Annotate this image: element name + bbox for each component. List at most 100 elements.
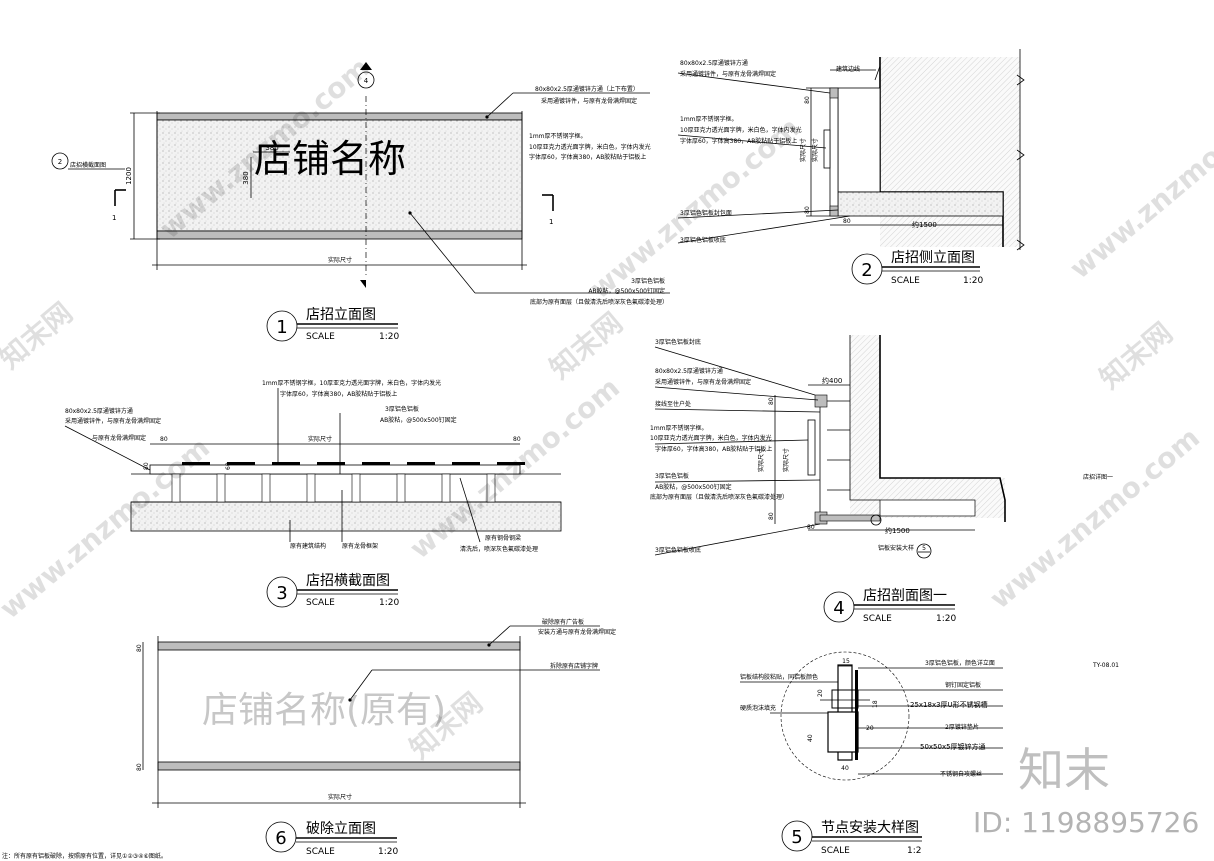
side-note-bottom: 3厚铝色铝板收底 xyxy=(680,236,726,244)
section-note-tube-1: 80x80x2.5厚通镀锌方通 xyxy=(655,367,723,375)
title-3-text: 店招横截面图 xyxy=(306,573,390,589)
cross-stud xyxy=(351,473,361,503)
title-block-3: 3 店招横截面图 SCALE 1:20 xyxy=(266,573,399,608)
side-drawing: 80 80 实际尺寸 实际尺寸 80 约1500 建筑边线 80x80x2.5厚… xyxy=(677,49,1025,251)
title-5-text: 节点安装大样图 xyxy=(821,820,919,836)
cross-stud xyxy=(306,473,316,503)
title-5-scale: 1:2 xyxy=(907,846,921,856)
section-dim-v1: 实际尺寸 xyxy=(757,448,765,472)
title-1-num: 1 xyxy=(276,317,287,338)
title-1-scale-label: SCALE xyxy=(306,332,335,342)
section-note-letter-2: 10厚亚克力透光面字牌，米白色，字体内发光 xyxy=(650,434,772,442)
letter-width-dim: 380 xyxy=(265,144,278,152)
watermark-brand-4: 知末网 xyxy=(1093,316,1179,395)
cross-stud xyxy=(486,473,496,503)
title-block-1: 1 店招立面图 SCALE 1:20 xyxy=(266,307,399,342)
cross-dim-80c: 80 xyxy=(143,462,150,470)
section-note-hole: 接线至住户处 xyxy=(655,400,691,408)
elev-note-tube-2: 采用通镀锌件，与原有龙骨满焊固定 xyxy=(541,97,637,105)
cross-label-keel: 原有龙骨框架 xyxy=(342,542,378,550)
cross-dim-80b: 80 xyxy=(513,436,521,443)
cross-stud xyxy=(396,473,406,503)
node-note-r1: 3厚铝色铝板，颜色详立面 xyxy=(925,659,995,667)
section-code: TY-08.01 xyxy=(1092,662,1119,669)
section-dim-v2: 实际尺寸 xyxy=(782,448,790,472)
node-note-r6: 不锈钢自攻螺丝 xyxy=(940,770,982,778)
node-dim-15: 15 xyxy=(842,658,850,665)
demo-ghost-text: 店铺名称(原有) xyxy=(202,690,446,731)
title-1-text: 店招立面图 xyxy=(306,307,376,323)
title-6-scale: 1:20 xyxy=(378,847,398,857)
title-block-5: 5 节点安装大样图 SCALE 1:2 xyxy=(781,820,922,856)
cross-label-struct: 原有建筑结构 xyxy=(290,542,326,550)
title-2-scale-label: SCALE xyxy=(891,276,920,286)
elev-note-panel-2: AB胶粘，@500x500钉固定 xyxy=(588,287,665,295)
cross-letter-block xyxy=(362,462,390,465)
node-note-r4: 2厚镀锌垫片 xyxy=(945,723,979,731)
side-note-letter-3: 字体厚60，字体高380，AB胶粘贴于铝板上 xyxy=(680,137,797,145)
title-2-text: 店招侧立面图 xyxy=(891,250,975,266)
section-dim-80a: 80 xyxy=(768,397,775,405)
bottom-tube xyxy=(156,230,523,240)
section-note-top: 3厚铝色铝板封底 xyxy=(655,338,701,346)
node-note-l2: 硬质泡沫填充 xyxy=(740,704,776,712)
section-mark-right: 1 xyxy=(549,218,553,226)
node-note-r5: 50x50x5厚镀锌方通 xyxy=(920,742,986,751)
elev-note-letter-3: 字体厚60，字体高380，AB胶粘贴于铝板上 xyxy=(529,153,646,161)
elev-note-letter-1: 1mm厚不锈钢字框。 xyxy=(529,132,587,140)
node-note-r2: 钢钉固定铝板 xyxy=(945,681,981,689)
title-6-num: 6 xyxy=(275,828,286,849)
title-1-scale: 1:20 xyxy=(379,332,399,342)
title-block-4: 4 店招剖面图一 SCALE 1:20 xyxy=(823,588,956,624)
section-ref-num: 4 xyxy=(364,77,369,85)
cross-stud xyxy=(441,473,451,503)
title-5-num: 5 xyxy=(791,827,802,848)
side-note-tube-1: 80x80x2.5厚通镀锌方通 xyxy=(680,59,748,67)
title-2-num: 2 xyxy=(861,260,872,281)
side-note-letter-2: 10厚亚克力透光面字牌，米白色，字体内发光 xyxy=(680,126,802,134)
section-dim-80c: 80 xyxy=(807,524,815,531)
demo-actual-size: 实际尺寸 xyxy=(328,793,352,801)
cross-letter-block xyxy=(407,462,435,465)
cross-letter-block xyxy=(227,462,255,465)
section-ref-bubble xyxy=(357,71,375,89)
node-dim-40a: 40 xyxy=(807,734,814,742)
cross-note-tube-1: 80x80x2.5厚通镀锌方通 xyxy=(65,407,133,415)
cross-dim-60: 60 xyxy=(225,462,232,470)
title-3-scale: 1:20 xyxy=(379,598,399,608)
section-drawing: 80 80 实际尺寸 实际尺寸 约400 80 约1500 3厚铝色铝板封底 8… xyxy=(650,335,1119,669)
node-dim-40b: 40 xyxy=(841,765,849,772)
section-node-label: 铝板安装大样 xyxy=(878,544,914,552)
section-dim-400: 约400 xyxy=(822,376,842,385)
demo-note-r1: 破除原有广告板 xyxy=(542,618,584,626)
cross-section-drawing: 80 实际尺寸 80 80 60 1mm厚不锈钢字框，10厚亚克力透光面字牌，米… xyxy=(64,379,562,553)
side-dim-1500: 约1500 xyxy=(912,220,937,229)
section-note-bottom: 3厚铝色铝板收底 xyxy=(655,546,701,554)
demo-dim-80b: 80 xyxy=(136,763,143,771)
title-6-text: 破除立面图 xyxy=(306,821,376,837)
demolition-drawing: 实际尺寸 80 80 店铺名称(原有) 破除原有广告板 安装方通与原有龙骨满焊固… xyxy=(136,618,616,808)
cross-letter-block xyxy=(452,462,480,465)
cross-note-panel-1: 3厚铝色铝板 xyxy=(385,405,419,413)
cross-note-keel: 与原有龙骨满焊固定 xyxy=(92,434,146,442)
section-dim-1500: 约1500 xyxy=(885,526,910,535)
title-block-6: 6 破除立面图 SCALE 1:20 xyxy=(265,821,398,857)
cross-note-letter-2: 字体厚60，字体高380，AB胶粘贴于铝板上 xyxy=(280,390,397,398)
elev-note-panel-3: 底部为原有面层（且做清洗后喷深灰色氟碳漆处理） xyxy=(530,298,668,306)
section-note-panel-2: AB胶粘，@500x500钉固定 xyxy=(655,483,732,491)
cross-note-letter-1: 1mm厚不锈钢字框，10厚亚克力透光面字牌，米白色，字体内发光 xyxy=(262,379,441,387)
title-3-scale-label: SCALE xyxy=(306,598,335,608)
side-label-line: 建筑边线 xyxy=(836,65,860,73)
section-note-tube-2: 采用通镀锌件，与原有龙骨满焊固定 xyxy=(655,378,751,386)
cross-dim-mid: 实际尺寸 xyxy=(308,435,332,443)
section-note-letter-1: 1mm厚不锈钢字框。 xyxy=(650,424,708,432)
left-ref-label: 店招横截面图 xyxy=(70,161,106,169)
sign-text: 店铺名称 xyxy=(254,137,406,181)
title-2-scale: 1:20 xyxy=(963,276,983,286)
watermark-id: ID: 1198895726 xyxy=(973,806,1199,839)
side-note-tube-2: 采用通镀锌件，与原有龙骨满焊固定 xyxy=(680,70,776,78)
top-tube xyxy=(156,112,523,121)
width-dim-label: 实际尺寸 xyxy=(328,256,352,264)
node-dim-20a: 20 xyxy=(817,689,824,697)
section-note-panel-1: 3厚铝色铝板 xyxy=(655,472,689,480)
